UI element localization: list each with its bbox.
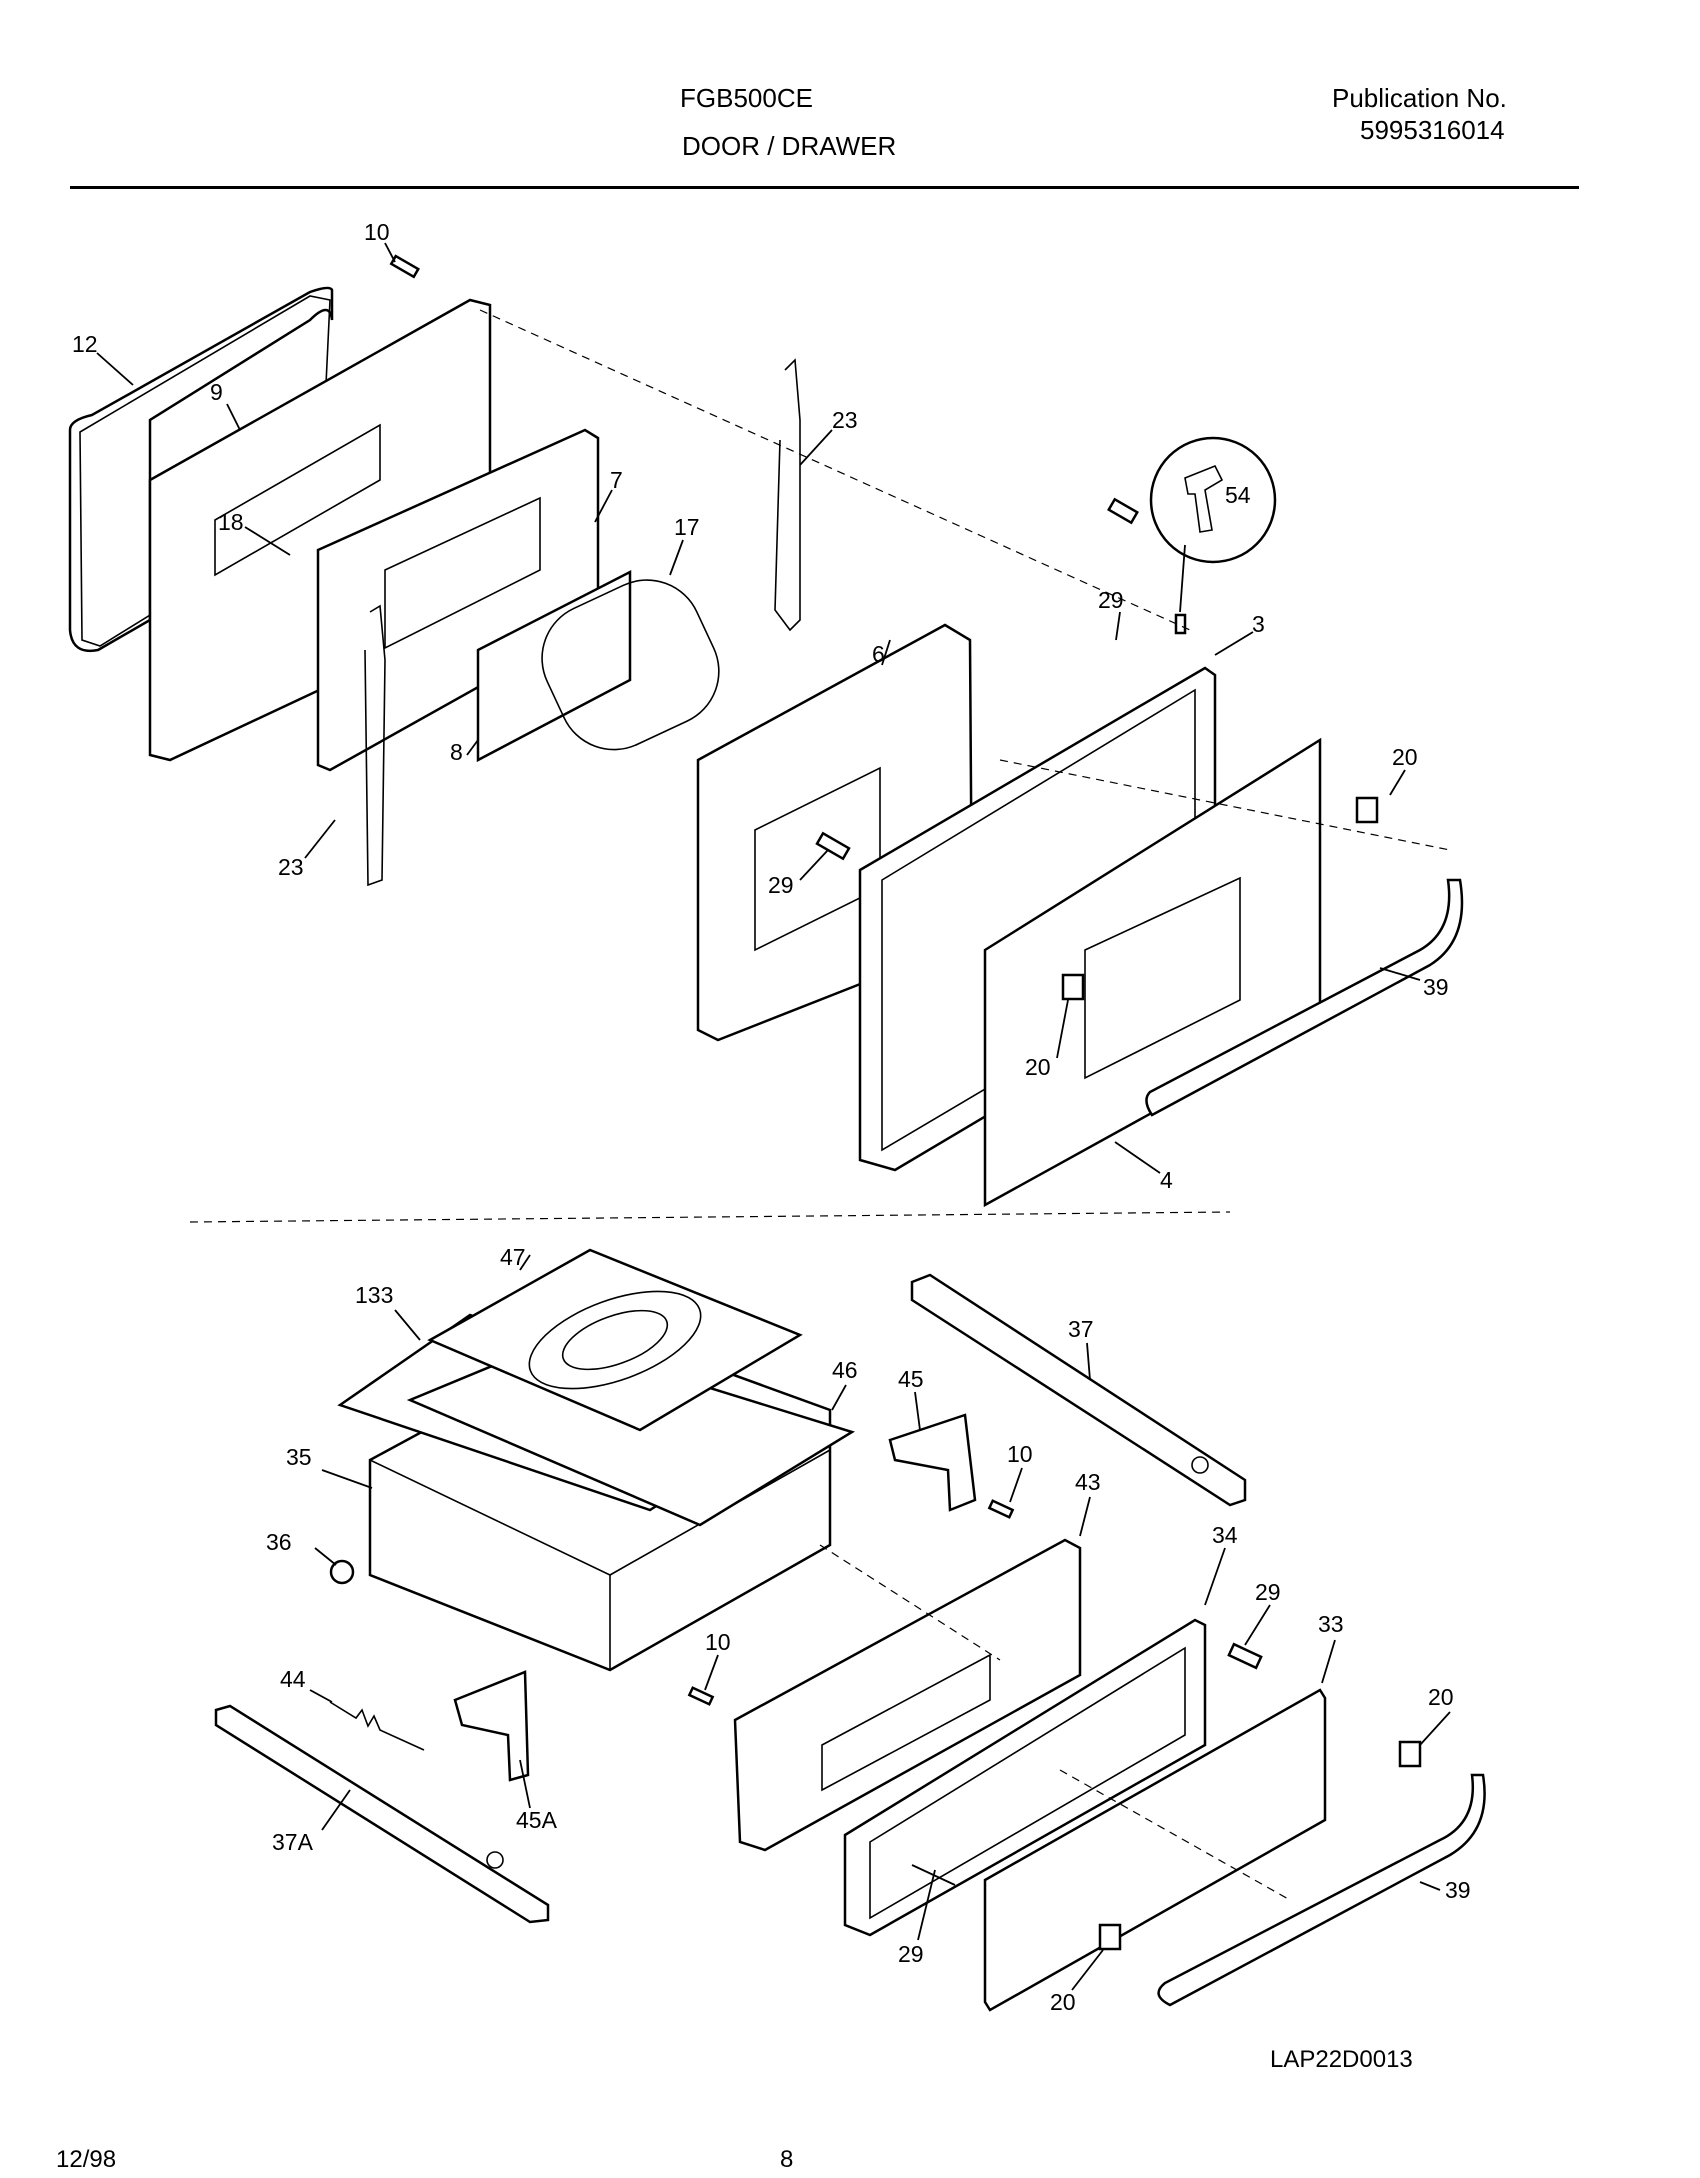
drawer-handle-mount-b — [1098, 1923, 1122, 1951]
callout-6: 6 — [872, 641, 885, 667]
screw-detail-circle — [1149, 436, 1277, 564]
callout-4: 4 — [1160, 1167, 1173, 1193]
callout-36: 36 — [266, 1529, 292, 1555]
callout-7: 7 — [610, 467, 623, 493]
screw-detail — [1184, 464, 1224, 533]
drawer-spring — [329, 1701, 425, 1751]
drawer-bracket-45A — [453, 1670, 530, 1782]
pin-29-liner — [815, 831, 851, 861]
screw-54-small — [1174, 613, 1187, 635]
callout-23: 23 — [278, 854, 304, 880]
callout-20: 20 — [1428, 1684, 1454, 1710]
drawer-bracket-45 — [888, 1413, 977, 1512]
drawer-frame — [843, 1618, 1207, 1937]
callout-29: 29 — [1098, 587, 1124, 613]
hinge-right — [774, 358, 801, 632]
door-handle — [1145, 878, 1464, 1117]
callout-9: 9 — [210, 379, 223, 405]
publication-number: 5995316014 — [1360, 115, 1505, 145]
callout-34: 34 — [1212, 1522, 1238, 1548]
callout-3: 3 — [1252, 611, 1265, 637]
callout-12: 12 — [72, 331, 98, 357]
callout-35: 35 — [286, 1444, 312, 1470]
callout-33: 33 — [1318, 1611, 1344, 1637]
pin-29-upper — [1107, 497, 1139, 525]
callout-17: 17 — [674, 514, 700, 540]
callout-10: 10 — [1007, 1441, 1033, 1467]
callout-45: 45 — [898, 1366, 924, 1392]
callout-47: 47 — [500, 1244, 526, 1270]
screw-10-upper — [389, 254, 420, 279]
callout-29: 29 — [1255, 1579, 1281, 1605]
callout-29: 29 — [768, 872, 794, 898]
callout-133: 133 — [355, 1282, 393, 1308]
door-glass — [476, 569, 632, 763]
diagram-id: LAP22D0013 — [1270, 2046, 1413, 2073]
window-frame — [541, 579, 720, 751]
broiler-grid — [427, 1248, 803, 1432]
callout-23: 23 — [832, 407, 858, 433]
callout-37A: 37A — [272, 1829, 314, 1855]
header-rule — [70, 186, 1579, 189]
section-divider — [189, 1211, 1231, 1223]
callout-10: 10 — [705, 1629, 731, 1655]
publication-label: Publication No. — [1332, 83, 1507, 113]
callout-20: 20 — [1392, 744, 1418, 770]
callout-54: 54 — [1225, 482, 1251, 508]
handle-mount-a — [1355, 796, 1379, 824]
callout-37: 37 — [1068, 1316, 1094, 1342]
model-number: FGB500CE — [680, 83, 813, 113]
callout-8: 8 — [450, 739, 463, 765]
bumper-36 — [329, 1559, 355, 1585]
section-title: DOOR / DRAWER — [682, 131, 897, 161]
door-inner-window — [214, 423, 381, 577]
drawer-rail-37 — [910, 1273, 1247, 1507]
callout-39: 39 — [1423, 974, 1449, 1000]
callout-43: 43 — [1075, 1469, 1101, 1495]
door-outer-window — [1084, 876, 1241, 1080]
callout-10: 10 — [364, 219, 390, 245]
handle-mount-b — [1061, 973, 1085, 1001]
callout-20: 20 — [1025, 1054, 1051, 1080]
screw-10-drawer — [687, 1686, 715, 1706]
callout-46: 46 — [832, 1357, 858, 1383]
callout-18: 18 — [218, 509, 244, 535]
publication-date: 12/98 — [56, 2146, 117, 2173]
pin-29-drawer — [1227, 1642, 1263, 1670]
hinge-left — [364, 604, 386, 887]
callout-39: 39 — [1445, 1877, 1471, 1903]
drawer-rail-37A — [214, 1704, 550, 1924]
callout-29: 29 — [898, 1941, 924, 1967]
screw-10-bracket — [987, 1499, 1015, 1519]
callout-44: 44 — [280, 1666, 306, 1692]
page-number: 8 — [780, 2146, 794, 2173]
callout-45A: 45A — [516, 1807, 558, 1833]
door-gasket — [68, 286, 334, 653]
drawer-outer-panel — [983, 1688, 1327, 2012]
drawer-handle — [1157, 1773, 1486, 2007]
callout-20: 20 — [1050, 1989, 1076, 2015]
drawer-handle-mount-a — [1398, 1740, 1422, 1768]
